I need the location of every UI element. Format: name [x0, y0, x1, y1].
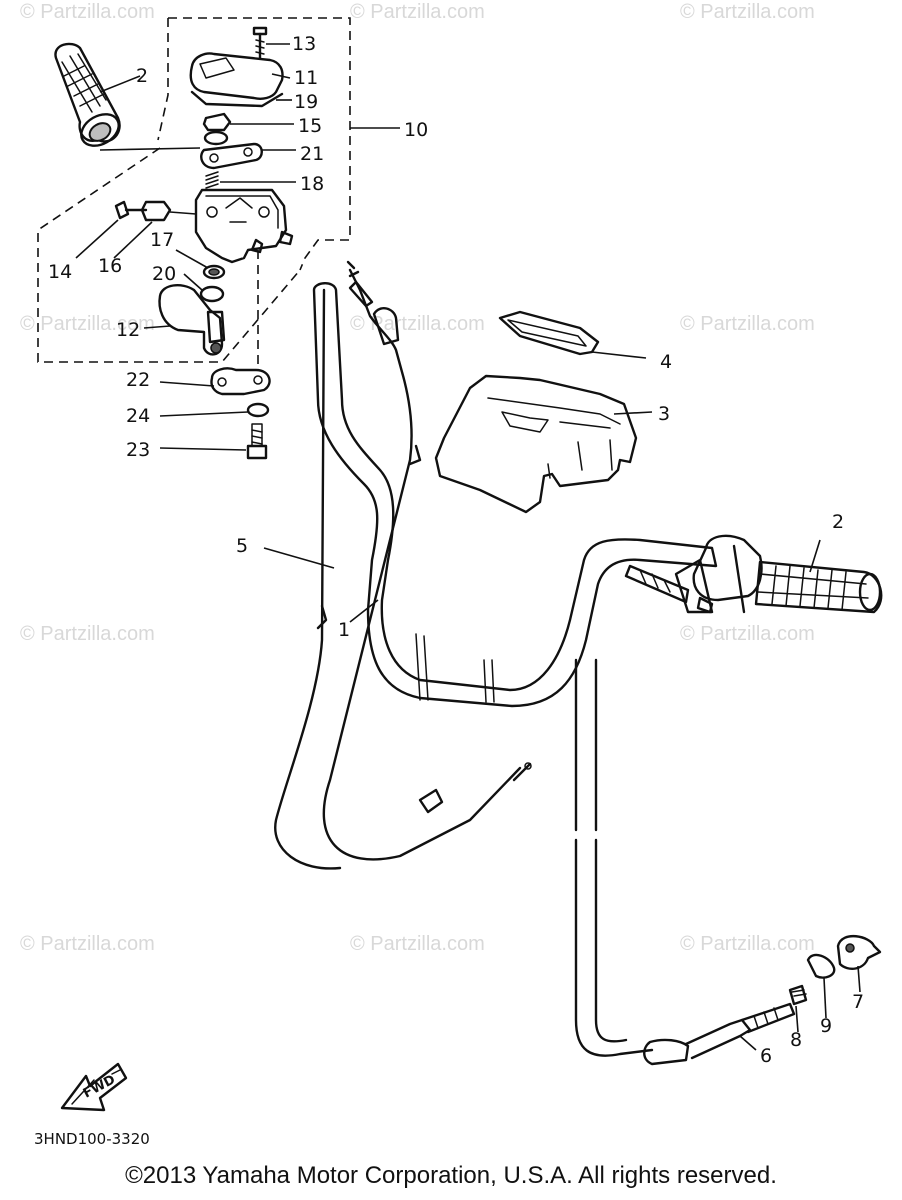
callout-17: 17: [150, 229, 174, 251]
callout-12: 12: [116, 319, 140, 341]
callout-14: 14: [48, 261, 72, 283]
watermark: © Partzilla.com: [680, 623, 815, 645]
callout-22: 22: [126, 369, 150, 391]
watermark: © Partzilla.com: [350, 313, 485, 335]
left-grip: [54, 42, 201, 151]
handlebar: [312, 282, 718, 708]
callout-11: 11: [294, 67, 318, 89]
callout-16: 16: [98, 255, 122, 277]
diagram-reference-code: 3HND100-3320: [34, 1130, 150, 1148]
copyright-notice: ©2013 Yamaha Motor Corporation, U.S.A. A…: [125, 1162, 777, 1189]
callout-8: 8: [790, 1029, 802, 1051]
callout-23: 23: [126, 439, 150, 461]
callout-15: 15: [298, 115, 322, 137]
watermark: © Partzilla.com: [680, 933, 815, 955]
callout-10: 10: [404, 119, 428, 141]
throttle-cable: [263, 260, 532, 870]
callout-5: 5: [236, 535, 248, 557]
callout-3: 3: [658, 403, 670, 425]
callout-21: 21: [300, 143, 324, 165]
callout-labels: 1 2 2 3 4 5 6 7 8 9 10 11 12 13 14 15 16…: [48, 33, 864, 1067]
right-grip: [624, 534, 883, 614]
throttle-housing-parts: [75, 26, 296, 460]
watermark: © Partzilla.com: [20, 623, 155, 645]
callout-9: 9: [820, 1015, 832, 1037]
watermark: © Partzilla.com: [680, 313, 815, 335]
throttle-assembly-boundary: [37, 17, 400, 363]
housing-cover: [434, 310, 653, 514]
watermark: © Partzilla.com: [680, 1, 815, 23]
watermark: © Partzilla.com: [20, 313, 155, 335]
callout-20: 20: [152, 263, 176, 285]
watermark: © Partzilla.com: [20, 1, 155, 23]
fwd-arrow-icon: FWD: [60, 1062, 128, 1112]
callout-2: 2: [136, 65, 148, 87]
callout-13: 13: [292, 33, 316, 55]
callout-2: 2: [832, 511, 844, 533]
watermarks: © Partzilla.com © Partzilla.com © Partzi…: [20, 1, 815, 955]
callout-6: 6: [760, 1045, 772, 1067]
watermark: © Partzilla.com: [20, 933, 155, 955]
callout-19: 19: [294, 91, 318, 113]
watermark: © Partzilla.com: [350, 933, 485, 955]
callout-7: 7: [852, 991, 864, 1013]
callout-24: 24: [126, 405, 150, 427]
callout-1: 1: [338, 619, 350, 641]
watermark: © Partzilla.com: [350, 1, 485, 23]
lower-cable-parts: [574, 658, 882, 1066]
callout-4: 4: [660, 351, 672, 373]
callout-18: 18: [300, 173, 324, 195]
